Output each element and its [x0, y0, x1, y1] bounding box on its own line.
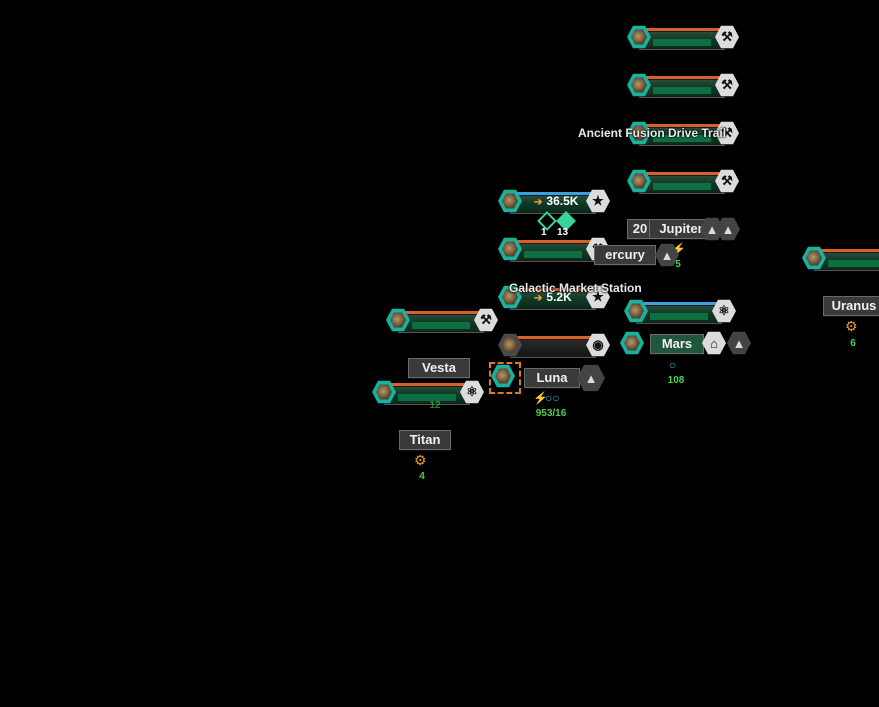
fleet-emblem-icon [498, 237, 522, 261]
fleet-emblem-icon [627, 121, 651, 145]
vesta-value: 12 [429, 400, 441, 411]
fleet-bar[interactable]: ⚒ [386, 307, 498, 333]
fleet-emblem-icon [802, 246, 826, 270]
hammer-icon[interactable]: ⚒ [715, 73, 739, 97]
jupiter-value: 5 [675, 259, 681, 270]
city-icon: ⌂ [702, 331, 726, 355]
ring-icon: ○○ [545, 391, 560, 405]
planet-tag-mercury[interactable]: ercury [594, 245, 656, 265]
ancient-fusion-label[interactable]: Ancient Fusion Drive Trail [578, 126, 727, 140]
selection-marker [489, 362, 521, 394]
atom-icon[interactable]: ⚛ [460, 380, 484, 404]
station-bar[interactable]: ◉ [498, 332, 610, 358]
fleet-plate [639, 76, 725, 98]
uranus-value: 6 [850, 338, 856, 349]
science-fleet-bar[interactable]: ⚛ [624, 298, 736, 324]
fleet-emblem-icon [498, 189, 522, 213]
planet-tag-vesta[interactable]: Vesta [408, 358, 470, 378]
energy-icon: ⚡ [533, 391, 548, 405]
diamond-count: 1 [541, 227, 547, 238]
fleet-bar[interactable]: ⚒ [627, 72, 739, 98]
planet-tag-luna[interactable]: Luna [524, 368, 580, 388]
fleet-plate [384, 383, 470, 405]
hammer-icon[interactable]: ⚒ [715, 25, 739, 49]
mountain-icon: ▲ [577, 364, 605, 392]
fleet-emblem-icon [386, 308, 410, 332]
atom-icon[interactable]: ⚛ [712, 299, 736, 323]
planet-tag-uranus[interactable]: Uranus [823, 296, 879, 316]
mountain-icon: ▲ [716, 217, 740, 241]
mountain-icon: ▲ [655, 243, 679, 267]
fleet-emblem-icon [627, 73, 651, 97]
mars-value: 108 [667, 375, 685, 386]
mountain-icon: ▲ [700, 217, 724, 241]
fleet-plate [639, 172, 725, 194]
fleet-plate [639, 28, 725, 50]
fleet-emblem-icon [627, 25, 651, 49]
star-rank-icon[interactable]: ★ [586, 285, 610, 309]
diamond-count: 13 [557, 227, 569, 238]
station-emblem-icon [498, 333, 522, 357]
fleet-bar[interactable]: ⚒ [627, 120, 739, 146]
planet-tag-mars[interactable]: Mars [650, 334, 704, 354]
planet-tag-titan[interactable]: Titan [399, 430, 451, 450]
fleet-power: ➔36.5K [534, 194, 579, 208]
eye-icon[interactable]: ◉ [586, 333, 610, 357]
galactic-market-label[interactable]: Galactic Market Station [509, 281, 642, 295]
fleet-plate [510, 288, 596, 310]
fleet-plate [639, 124, 725, 146]
planet-tag-jupiter[interactable]: Jupiter [649, 219, 713, 239]
luna-value: 953/16 [535, 408, 567, 419]
star-rank-icon[interactable]: ★ [586, 189, 610, 213]
hammer-icon[interactable]: ⚒ [715, 169, 739, 193]
fleet-plate [510, 192, 596, 214]
fleet-emblem-icon [627, 169, 651, 193]
mountain-icon: ▲ [727, 331, 751, 355]
fleet-emblem-icon [620, 331, 644, 355]
fleet-plate [814, 249, 879, 271]
fleet-plate [636, 302, 722, 324]
fleet-plate [398, 311, 484, 333]
hammer-icon[interactable]: ⚒ [474, 308, 498, 332]
ring-icon: ○ [669, 358, 677, 372]
science-fleet-bar[interactable]: ⚛ [372, 379, 484, 405]
fleet-emblem-icon [498, 285, 522, 309]
gear-icon: ⚙ [414, 452, 427, 468]
military-fleet-bar[interactable]: ➔36.5K ★ [498, 188, 610, 214]
fleet-plate [510, 240, 596, 262]
fleet-emblem-icon[interactable] [491, 364, 515, 388]
fleet-bar[interactable] [802, 245, 879, 271]
gear-icon: ⚙ [845, 318, 858, 334]
fleet-power: ➔5.2K [534, 290, 572, 304]
titan-value: 4 [419, 471, 425, 482]
hammer-icon[interactable]: ⚒ [715, 121, 739, 145]
fleet-emblem-icon [624, 299, 648, 323]
fleet-bar[interactable]: ⚒ [627, 24, 739, 50]
fleet-bar[interactable]: ➔5.2K ★ [498, 284, 610, 310]
fleet-emblem-icon [372, 380, 396, 404]
fleet-plate [510, 336, 596, 358]
fleet-bar[interactable]: ⚒ [627, 168, 739, 194]
